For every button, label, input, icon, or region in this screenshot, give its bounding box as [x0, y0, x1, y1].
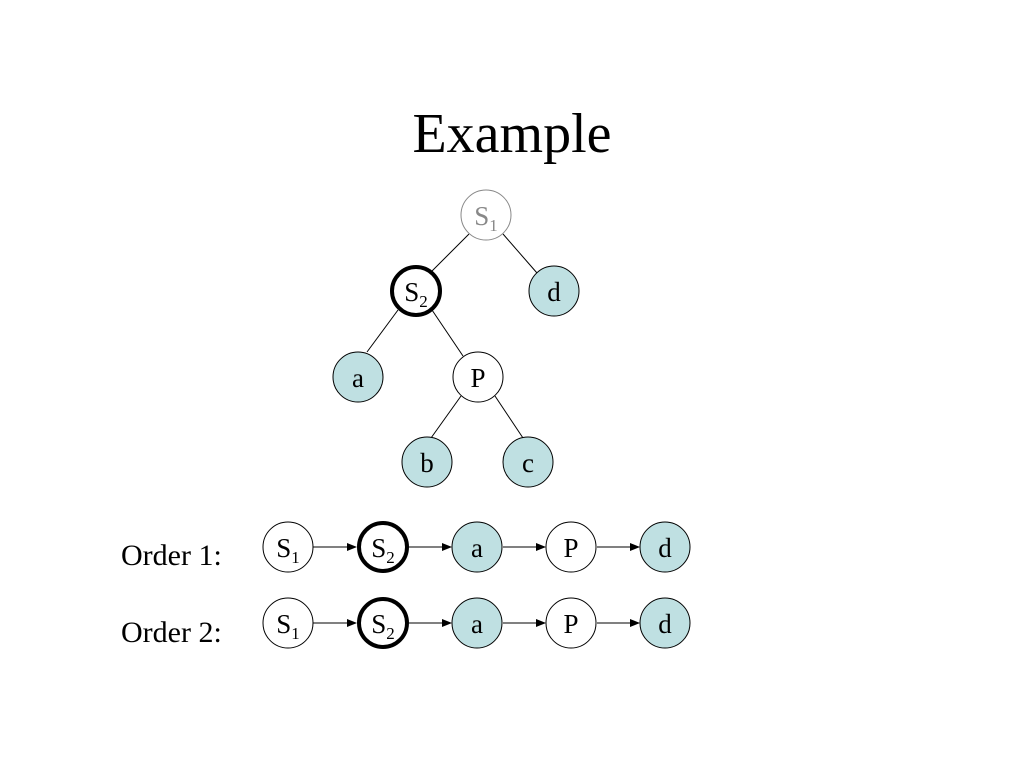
tree-node-a: a — [332, 351, 384, 403]
svg-text:d: d — [658, 609, 672, 639]
edge-p-b — [430, 395, 462, 439]
order2-node-s2: S2 — [357, 597, 409, 649]
tree-node-s1: S1 — [460, 189, 512, 241]
edge-p-c — [494, 395, 524, 439]
order2-label: Order 2: — [121, 616, 222, 649]
tree-edges — [366, 233, 538, 439]
tree-node-s2: S2 — [390, 265, 442, 317]
svg-text:c: c — [522, 448, 534, 478]
svg-text:P: P — [563, 609, 578, 639]
svg-text:S1: S1 — [474, 201, 498, 235]
tree-node-c: c — [502, 436, 554, 488]
order2-node-p: P — [545, 597, 597, 649]
svg-text:b: b — [420, 448, 434, 478]
svg-text:S2: S2 — [371, 609, 395, 643]
order1-node-d: d — [639, 521, 691, 573]
svg-text:a: a — [471, 609, 483, 639]
order1-node-s2: S2 — [357, 521, 409, 573]
edge-s1-d — [502, 233, 538, 274]
order1-node-s1: S1 — [262, 521, 314, 573]
order1-node-a: a — [451, 521, 503, 573]
svg-text:d: d — [658, 533, 672, 563]
tree-node-b: b — [401, 436, 453, 488]
order2-sequence: S1 S2 a P d — [262, 597, 691, 649]
svg-text:S2: S2 — [371, 533, 395, 567]
order2-node-s1: S1 — [262, 597, 314, 649]
order1-label: Order 1: — [121, 539, 222, 572]
svg-text:S1: S1 — [276, 609, 300, 643]
order2-node-d: d — [639, 597, 691, 649]
order1-node-p: P — [545, 521, 597, 573]
svg-text:S1: S1 — [276, 533, 300, 567]
slide-title: Example — [412, 103, 612, 165]
edge-s1-s2 — [427, 233, 470, 276]
order1-sequence: S1 S2 a P d — [262, 521, 691, 573]
edge-s2-p — [431, 309, 464, 357]
order2-node-a: a — [451, 597, 503, 649]
svg-text:P: P — [563, 533, 578, 563]
svg-text:d: d — [547, 277, 561, 307]
tree-node-d: d — [528, 265, 580, 317]
tree-node-p: P — [452, 351, 504, 403]
svg-text:S2: S2 — [404, 277, 428, 311]
svg-text:P: P — [470, 363, 485, 393]
svg-text:a: a — [471, 533, 483, 563]
edge-s2-a — [366, 309, 399, 353]
svg-text:a: a — [352, 363, 364, 393]
